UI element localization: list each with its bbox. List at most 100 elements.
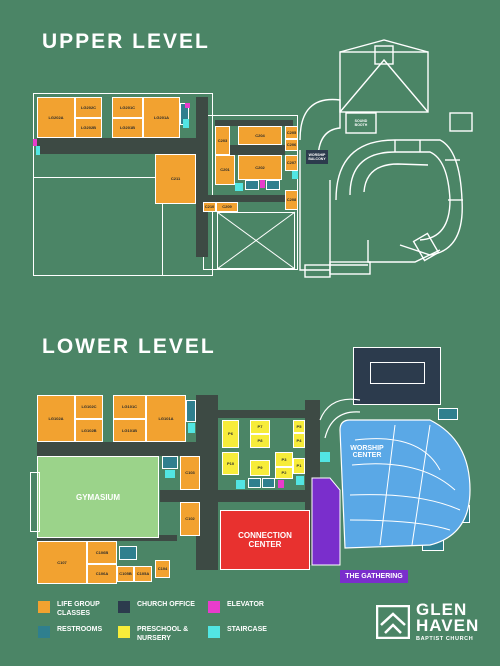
upper-atrium-void	[217, 212, 295, 269]
room-c205[interactable]: C205	[285, 126, 298, 139]
room-c202[interactable]: C202	[238, 155, 282, 180]
room-c107[interactable]: C107	[37, 541, 87, 584]
room-lg201c[interactable]: LG201C	[112, 97, 143, 118]
room-p5[interactable]: P5	[293, 420, 305, 433]
room-c102[interactable]: C102	[180, 502, 200, 536]
worship-balcony-label: WORSHIP BALCONY	[306, 150, 328, 164]
legend-staircase: STAIRCASE	[208, 626, 287, 638]
room-c210[interactable]: C210	[203, 202, 216, 212]
room-c106b[interactable]: C106B	[87, 541, 117, 564]
legend-swatch-life-group	[38, 601, 50, 613]
lower-staircase-5[interactable]	[320, 452, 330, 462]
room-lg102a[interactable]: LG102A	[37, 395, 75, 442]
lower-hallway-main	[37, 442, 217, 456]
room-c207[interactable]: C207	[285, 155, 298, 171]
upper-hallway-top	[215, 120, 293, 126]
upper-restroom-2[interactable]	[245, 180, 259, 190]
church-office[interactable]	[353, 347, 441, 405]
house-icon	[376, 605, 410, 640]
legend-swatch-restrooms	[38, 626, 50, 638]
upper-elevator-2[interactable]	[33, 139, 37, 146]
upper-staircase-3[interactable]	[235, 183, 243, 191]
room-lg201b[interactable]: LG201B	[112, 118, 143, 138]
lower-restroom-6[interactable]	[438, 408, 458, 420]
upper-elevator-3[interactable]	[260, 180, 265, 188]
upper-gym-void-outline	[33, 177, 163, 276]
room-p6[interactable]: P6	[222, 420, 239, 448]
room-c105a[interactable]: C105A	[134, 566, 152, 582]
room-c105b[interactable]: C105B	[117, 566, 134, 582]
legend-label-restrooms: RESTROOMS	[57, 626, 103, 633]
connection-center[interactable]: CONNECTION CENTER	[220, 510, 310, 570]
legend-swatch-elevator	[208, 601, 220, 613]
room-p9[interactable]: P9	[250, 460, 270, 476]
room-lg101b[interactable]: LG101B	[113, 419, 146, 442]
upper-staircase-4[interactable]	[292, 171, 298, 179]
upper-hallway-vertical	[196, 97, 208, 257]
worship-center-label[interactable]: WORSHIP CENTER	[350, 445, 384, 459]
lower-staircase-1[interactable]	[188, 423, 195, 433]
room-lg202a[interactable]: LG202A	[37, 97, 75, 138]
room-p2[interactable]: P2	[275, 467, 293, 479]
gym-annex-outline	[30, 472, 40, 532]
upper-staircase-2[interactable]	[36, 146, 40, 155]
room-p3[interactable]: P3	[275, 452, 293, 467]
lower-restroom-1[interactable]	[186, 400, 196, 422]
lower-staircase-4[interactable]	[296, 476, 304, 485]
room-lg201a[interactable]: LG201A	[143, 97, 180, 138]
legend-swatch-preschool	[118, 626, 130, 638]
room-c209[interactable]: C209	[216, 202, 238, 212]
upper-staircase-1[interactable]	[183, 119, 189, 128]
room-c211[interactable]: C211	[155, 154, 196, 204]
lower-restroom-4[interactable]	[248, 478, 261, 488]
room-p10[interactable]: P10	[222, 452, 239, 475]
room-c203[interactable]: C203	[215, 126, 230, 155]
lower-staircase-2[interactable]	[165, 470, 175, 478]
legend-life-group: LIFE GROUP CLASSES	[38, 601, 117, 619]
room-p8[interactable]: P8	[250, 434, 270, 448]
room-c201[interactable]: C201	[215, 155, 235, 185]
room-lg102b[interactable]: LG102B	[75, 419, 103, 442]
legend-label-life-group: LIFE GROUP CLASSES	[57, 601, 100, 617]
lower-hallway-north	[218, 410, 318, 418]
church-office-inner-outline	[370, 362, 425, 384]
logo-line-church: BAPTIST CHURCH	[416, 636, 474, 643]
room-lg102c[interactable]: LG102C	[75, 395, 103, 419]
gymnasium[interactable]: GYMASIUM	[37, 456, 159, 538]
logo-line-haven: HAVEN	[416, 616, 480, 636]
lower-level-title: LOWER LEVEL	[42, 335, 216, 358]
room-p4[interactable]: P4	[293, 433, 305, 448]
lower-staircase-3[interactable]	[236, 480, 245, 489]
room-lg202c[interactable]: LG202C	[75, 97, 102, 118]
lower-restroom-3[interactable]	[119, 546, 137, 560]
room-p1[interactable]: P1	[293, 458, 305, 474]
room-c106a[interactable]: C106A	[87, 564, 117, 584]
lower-restroom-2[interactable]	[162, 456, 178, 469]
legend-label-elevator: ELEVATOR	[227, 601, 264, 608]
room-lg101c[interactable]: LG101C	[113, 395, 146, 419]
upper-level-title: UPPER LEVEL	[42, 30, 210, 53]
room-p7[interactable]: P7	[250, 420, 270, 434]
lower-elevator-1[interactable]	[278, 480, 284, 488]
lower-hallway-cross	[160, 490, 320, 502]
room-c208[interactable]: C208	[285, 190, 298, 210]
lower-hallway-left	[37, 535, 177, 541]
room-c104[interactable]: C104	[155, 560, 170, 578]
lower-hallway-vertical	[196, 395, 218, 570]
room-c206[interactable]: C206	[285, 139, 298, 151]
legend-label-preschool: PRESCHOOL & NURSERY	[137, 626, 189, 642]
legend-label-church-office: CHURCH OFFICE	[137, 601, 195, 608]
room-lg101a[interactable]: LG101A	[146, 395, 186, 442]
lower-restroom-5[interactable]	[262, 478, 275, 488]
upper-elevator-1[interactable]	[185, 103, 190, 108]
the-gathering-label[interactable]: THE GATHERING	[340, 570, 408, 583]
legend-elevator: ELEVATOR	[208, 601, 287, 613]
room-c103[interactable]: C103	[180, 456, 200, 490]
room-lg202b[interactable]: LG202B	[75, 118, 102, 138]
upper-restroom-3[interactable]	[266, 180, 280, 190]
upper-hallway-center	[230, 145, 285, 155]
room-c204[interactable]: C204	[238, 126, 282, 145]
